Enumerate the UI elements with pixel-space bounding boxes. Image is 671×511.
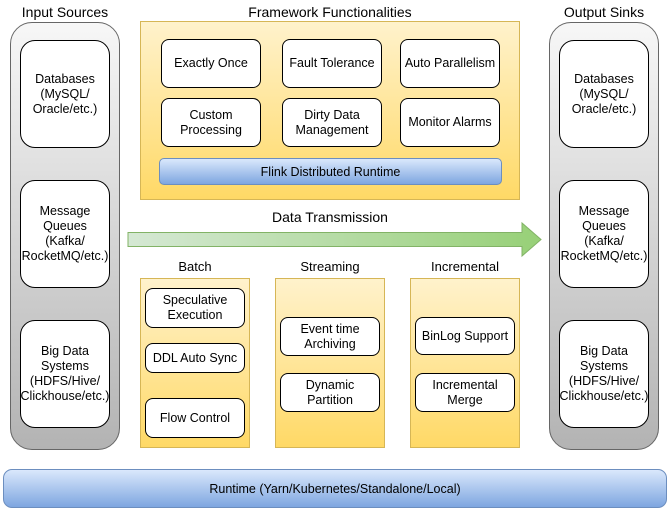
output-message-queues-box: Message Queues (Kafka/ RocketMQ/etc.) [559,180,649,288]
batch-flow-control-box: Flow Control [145,398,245,438]
feature-custom-processing-box: Custom Processing [161,98,261,147]
input-bigdata-box: Big Data Systems (HDFS/Hive/ Clickhouse/… [20,320,110,428]
feature-exactly-once-box: Exactly Once [161,39,261,88]
output-sinks-title: Output Sinks [563,4,645,20]
streaming-event-time-archiving-box: Event time Archiving [280,317,380,356]
runtime-bar: Runtime (Yarn/Kubernetes/Standalone/Loca… [3,469,667,508]
feature-fault-tolerance-box: Fault Tolerance [282,39,382,88]
feature-auto-parallelism-box: Auto Parallelism [400,39,500,88]
mode-streaming-title: Streaming [300,259,360,274]
batch-speculative-execution-box: Speculative Execution [145,288,245,328]
mode-batch-title: Batch [178,259,212,274]
data-transmission-arrow [127,221,542,258]
input-message-queues-box: Message Queues (Kafka/ RocketMQ/etc.) [20,180,110,288]
framework-functionalities-title: Framework Functionalities [248,4,412,20]
mode-incremental-title: Incremental [431,259,499,274]
input-databases-box: Databases (MySQL/ Oracle/etc.) [20,40,110,148]
data-transmission-label: Data Transmission [272,209,388,225]
flink-distributed-runtime-bar: Flink Distributed Runtime [159,158,502,185]
mode-incremental-container [410,278,520,448]
output-databases-box: Databases (MySQL/ Oracle/etc.) [559,40,649,148]
input-sources-title: Input Sources [21,4,109,20]
mode-streaming-container [275,278,385,448]
incremental-merge-box: Incremental Merge [415,373,515,412]
output-bigdata-box: Big Data Systems (HDFS/Hive/ Clickhouse/… [559,320,649,428]
streaming-dynamic-partition-box: Dynamic Partition [280,373,380,412]
incremental-binlog-support-box: BinLog Support [415,317,515,355]
feature-monitor-alarms-box: Monitor Alarms [400,98,500,147]
feature-dirty-data-management-box: Dirty Data Management [282,98,382,147]
batch-ddl-auto-sync-box: DDL Auto Sync [145,343,245,373]
